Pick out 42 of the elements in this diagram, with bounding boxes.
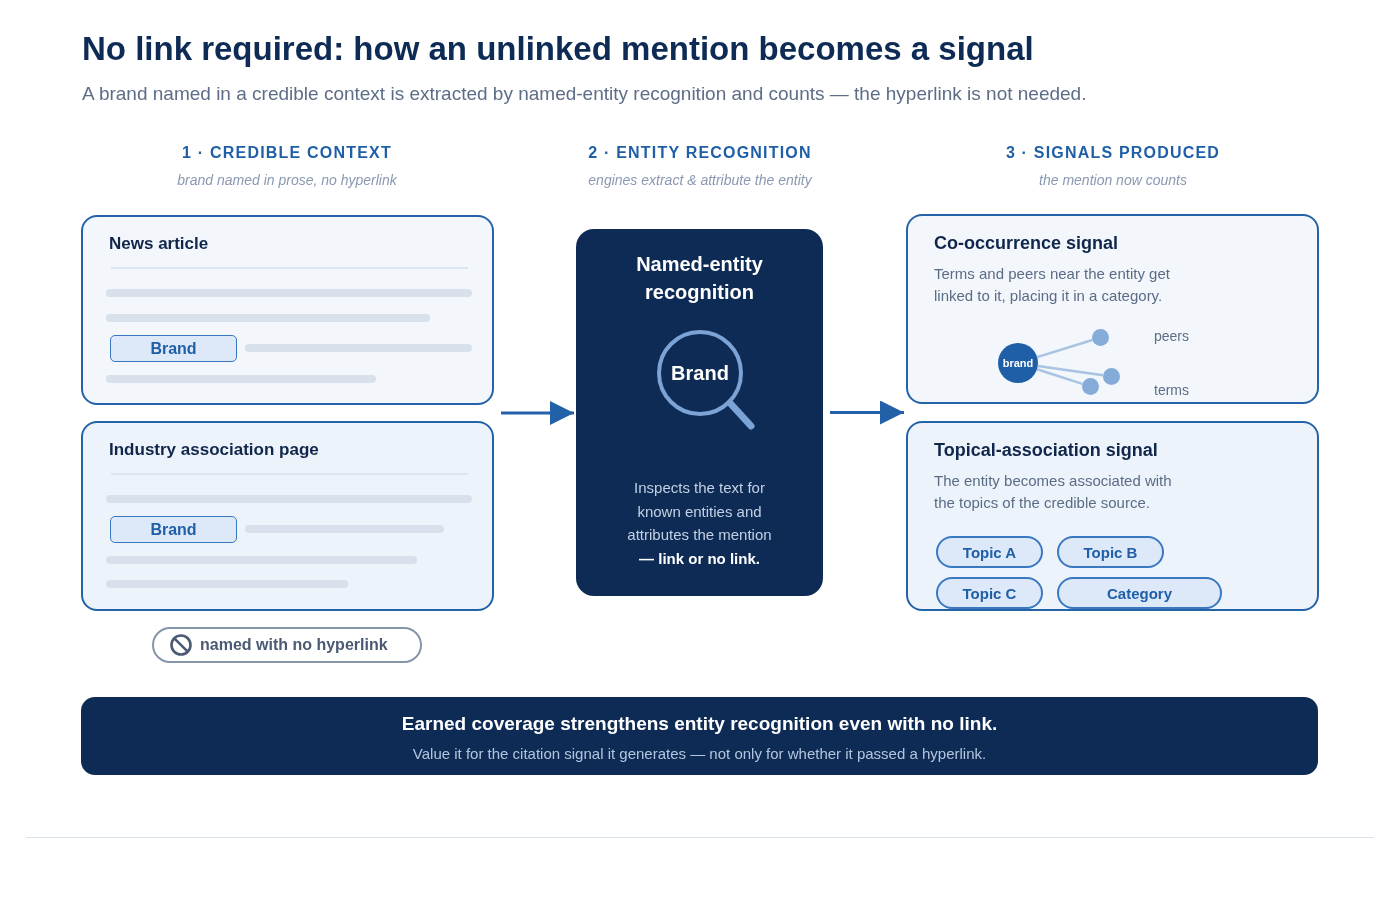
panel-heading: Named-entity recognition (635, 252, 764, 305)
card-heading: Industry association page (109, 440, 319, 460)
connector-line (1037, 364, 1104, 377)
arrow (830, 400, 904, 425)
node-dot (1103, 368, 1120, 385)
process-panel (576, 229, 823, 596)
note-pill (152, 627, 422, 663)
column-heading: 2 · ENTITY RECOGNITION (588, 144, 812, 162)
card-heading: News article (109, 234, 209, 254)
topic-tag: Topic A (936, 536, 1043, 568)
note-text: named with no hyperlink (200, 636, 388, 654)
source-card (81, 215, 494, 405)
topic-tag: Category (1057, 577, 1222, 609)
connector-line (1036, 338, 1093, 359)
banner-heading: Earned coverage strengthens entity recognition even with no link. (401, 713, 998, 735)
highlighted-mention: Brand (110, 516, 237, 543)
page-title: No link required: how an unlinked mention becomes a signal (82, 30, 1034, 68)
column-subtitle: the mention now counts (1039, 172, 1187, 188)
highlighted-mention: Brand (110, 335, 237, 362)
topic-tag: Topic B (1057, 536, 1164, 568)
graph-label: peers (1154, 328, 1190, 344)
panel-text: Inspects the text for known entities and attributes the mention — link or no link. (626, 478, 773, 569)
card-text: The entity becomes associated with the topics of the credible source. (934, 471, 1173, 513)
signal-card (906, 214, 1319, 404)
source-card (81, 421, 494, 611)
node-dot (1092, 329, 1109, 346)
card-text: Terms and peers near the entity get linked to it, placing it in a category. (934, 264, 1171, 306)
topic-tag: Topic C (936, 577, 1043, 609)
card-heading: Topical-association signal (934, 440, 1158, 461)
column-heading: 3 · SIGNALS PRODUCED (1005, 144, 1221, 162)
signal-card (906, 421, 1319, 611)
entity-node: brand (998, 343, 1038, 383)
graph-label: terms (1154, 382, 1189, 398)
card-heading: Co-occurrence signal (934, 233, 1119, 254)
column-subtitle: engines extract & attribute the entity (588, 172, 812, 188)
page-subtitle: A brand named in a credible context is extracted by named-entity recognition and counts — the hyperlink is not needed. (82, 83, 1087, 105)
connector-line (1036, 368, 1083, 386)
summary-banner (81, 697, 1318, 775)
column-heading: 1 · CREDIBLE CONTEXT (182, 144, 392, 162)
banner-text: Value it for the citation signal it generates — not only for whether it passed a hyperlink. (412, 745, 987, 762)
column-subtitle: brand named in prose, no hyperlink (177, 172, 397, 188)
node-dot (1082, 378, 1099, 395)
